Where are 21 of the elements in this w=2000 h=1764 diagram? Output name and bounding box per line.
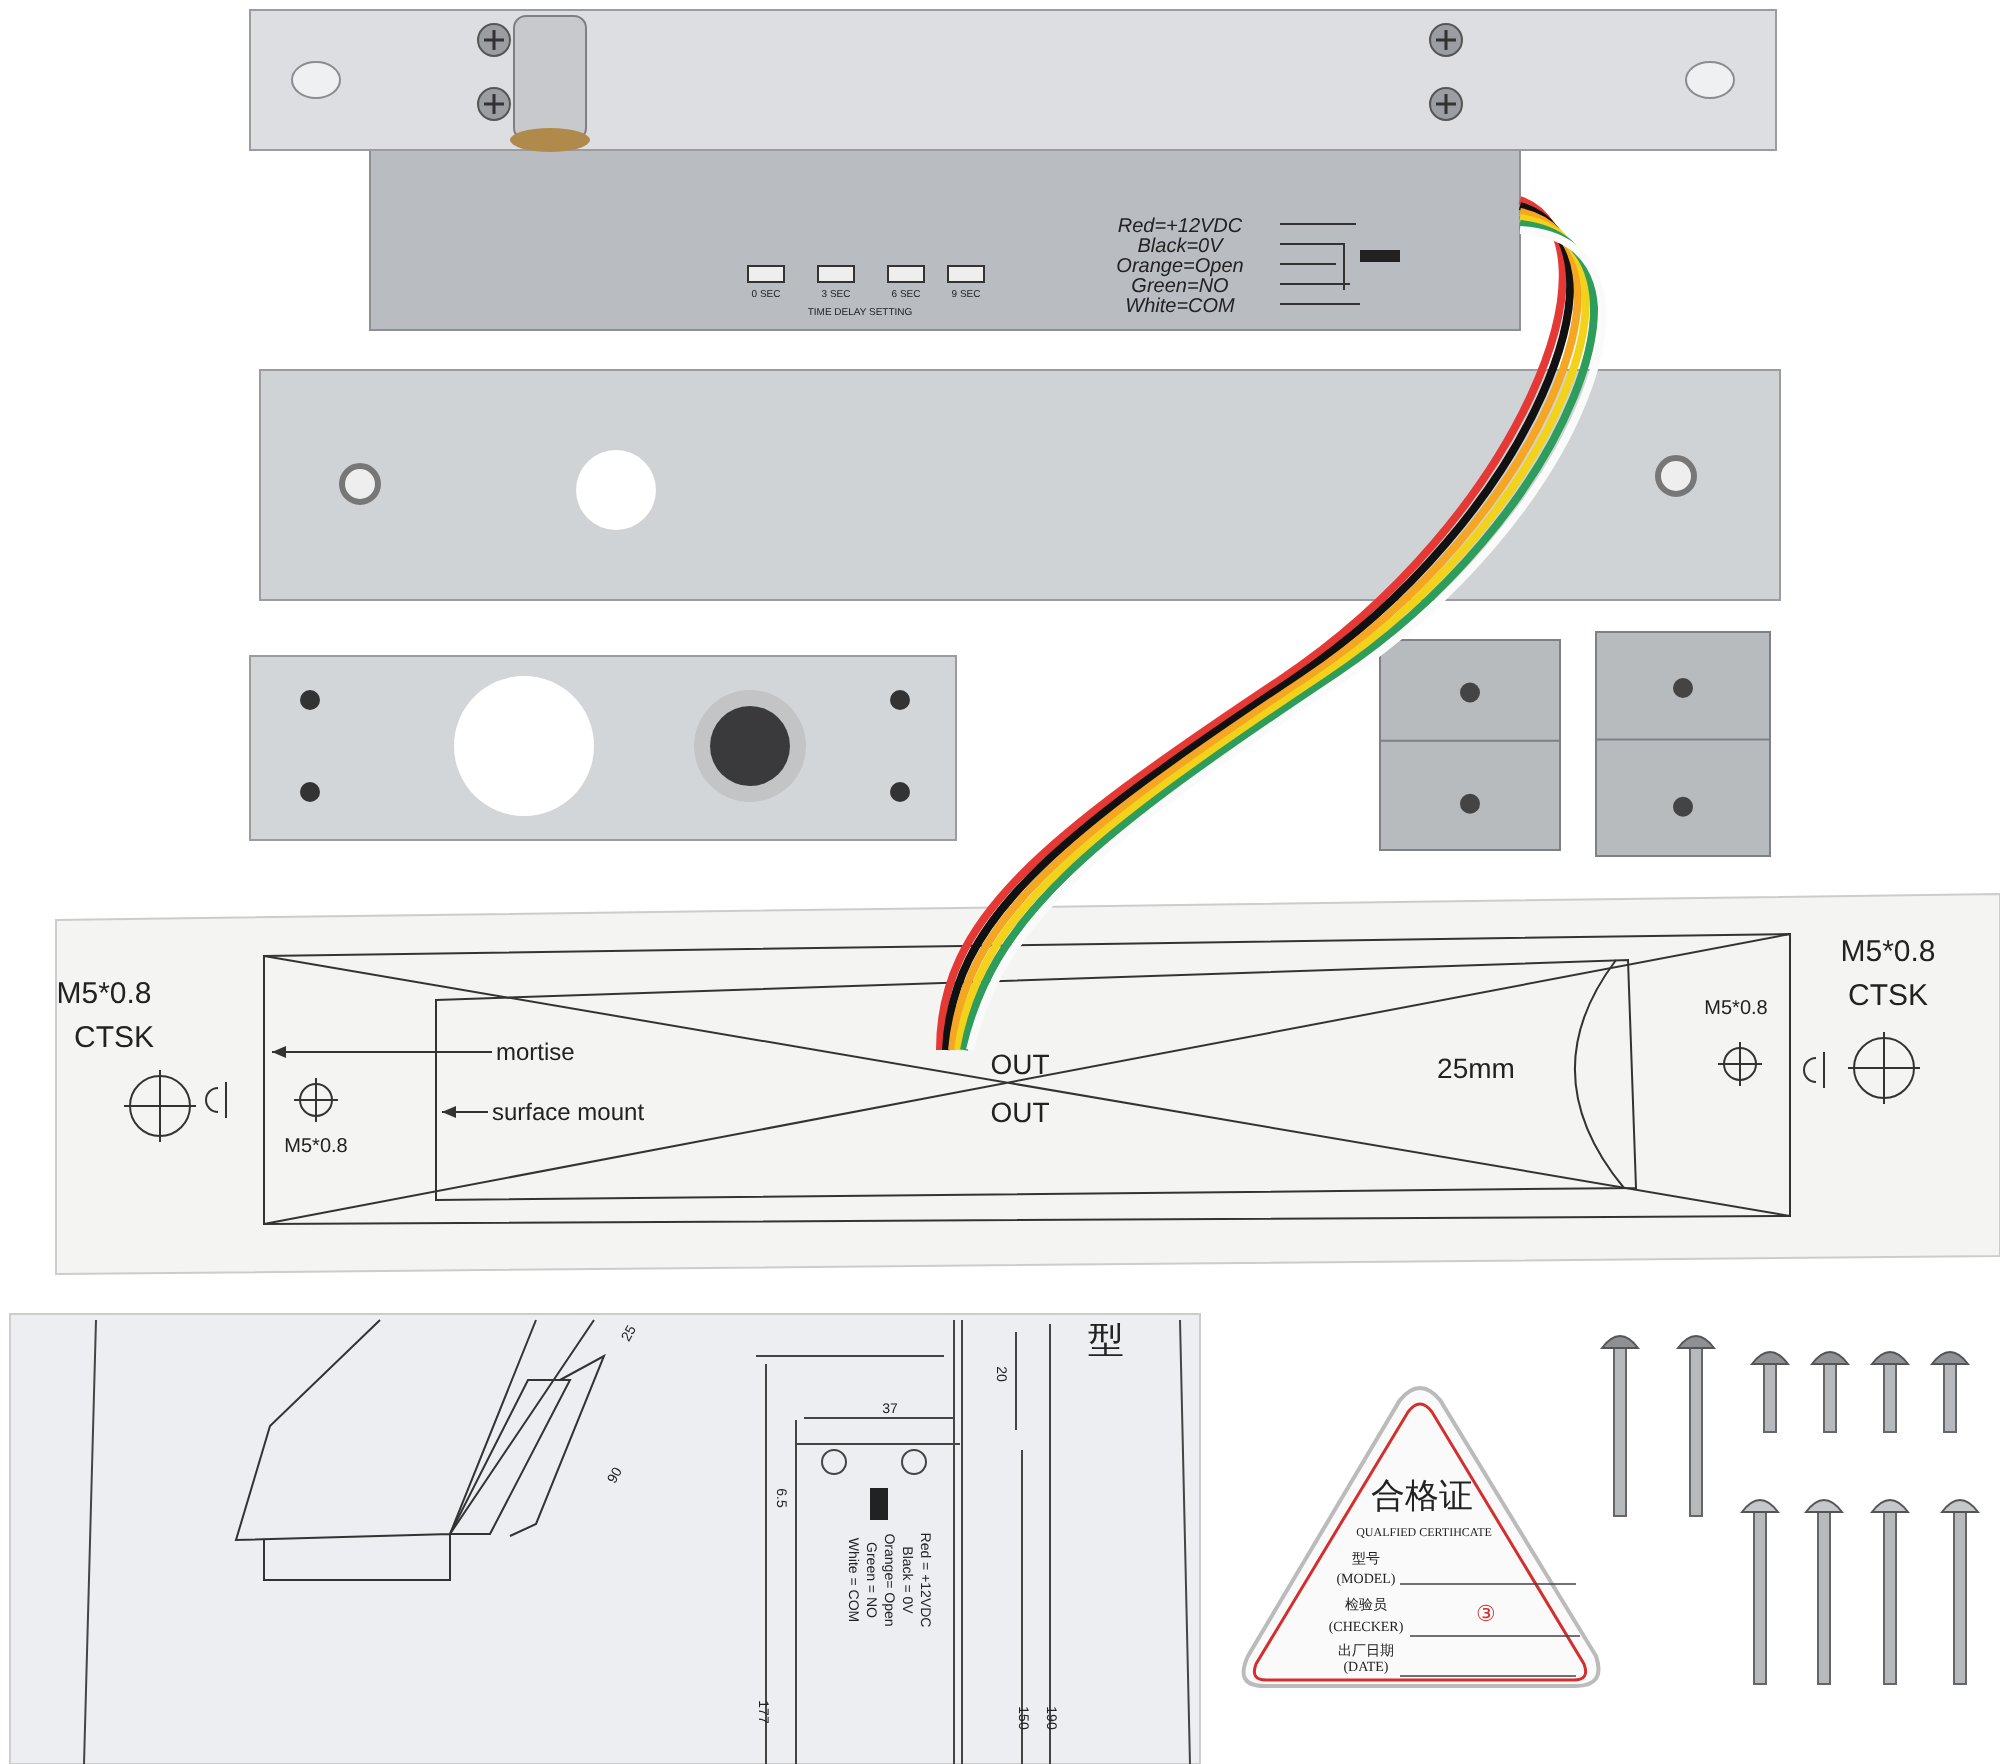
thread-size-label: M5*0.8: [56, 979, 152, 1009]
wire-color-label: Green=NO: [1131, 278, 1229, 298]
wire-color-label: White=COM: [1125, 298, 1235, 318]
wire-color-label: Black=0V: [1137, 238, 1223, 258]
leader-arrow: [271, 1046, 493, 1058]
leader-arrow: [441, 1106, 489, 1118]
thread-size-label: M5*0.8: [284, 1138, 348, 1158]
dimension-label: 25mm: [1437, 1054, 1515, 1082]
heading-fragment: 型: [1088, 1322, 1124, 1358]
leader-text: mortise: [496, 1040, 575, 1064]
countersink-label: CTSK: [1848, 981, 1928, 1011]
wire-color-label: Orange=Open: [1116, 258, 1244, 278]
countersink-label: CTSK: [74, 1023, 154, 1053]
certificate-number: ③: [1476, 1605, 1496, 1627]
certificate-title: 合格证: [1371, 1479, 1473, 1513]
thread-size-label: M5*0.8: [1840, 937, 1936, 967]
out-label: OUT: [990, 1050, 1050, 1078]
leader-text: surface mount: [492, 1100, 645, 1124]
wire-color-label: Red=+12VDC: [1117, 218, 1243, 238]
thread-size-label: M5*0.8: [1704, 1000, 1768, 1020]
out-label: OUT: [990, 1098, 1050, 1126]
